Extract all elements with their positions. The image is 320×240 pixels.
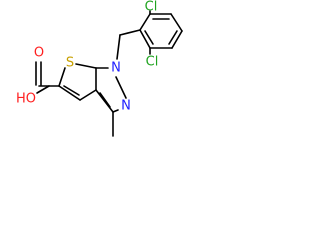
atom-label-layer: HO O S N N Cl Cl [16, 0, 158, 114]
atom-nitrogen-2: N [121, 99, 131, 114]
molecule-structure: HO O S N N Cl Cl [16, 0, 183, 137]
bond-ph-c3-c4 [170, 13, 183, 32]
bond-ph-c6-c1 [139, 29, 151, 49]
bond-c-oh [36, 85, 50, 94]
bond-ph-c4-c5 [171, 30, 183, 49]
bond-s-c6a [75, 63, 97, 69]
bond-ch2-phenyl [119, 29, 141, 36]
atom-hydroxyl: HO [16, 92, 36, 107]
bond-c3-c3a [95, 89, 114, 113]
bond-c4-c5 [58, 85, 81, 101]
atom-nitrogen-1: N [111, 61, 121, 76]
bond-n1-ch2 [116, 34, 121, 60]
bond-n2-c3 [112, 109, 119, 113]
bond-ph-c1-c2 [139, 13, 151, 31]
atom-chlorine-bottom: Cl [146, 55, 159, 70]
bond-layer [35, 10, 183, 137]
molecule-canvas: HO O S N N Cl Cl [0, 0, 191, 151]
atom-sulfur: S [66, 56, 74, 71]
bond-c3-c3a-inner [99, 92, 111, 108]
bond-c4-c5-inner [63, 85, 80, 96]
bond-c5-s [58, 67, 66, 87]
atom-chlorine-top: Cl [145, 0, 158, 15]
bond-ph-inner-b [168, 30, 178, 45]
bond-c3a-c4 [79, 89, 97, 101]
bond-n1-n2 [115, 76, 127, 99]
bond-ph-inner-c [144, 30, 154, 45]
atom-carbonyl-oxygen: O [34, 46, 44, 61]
